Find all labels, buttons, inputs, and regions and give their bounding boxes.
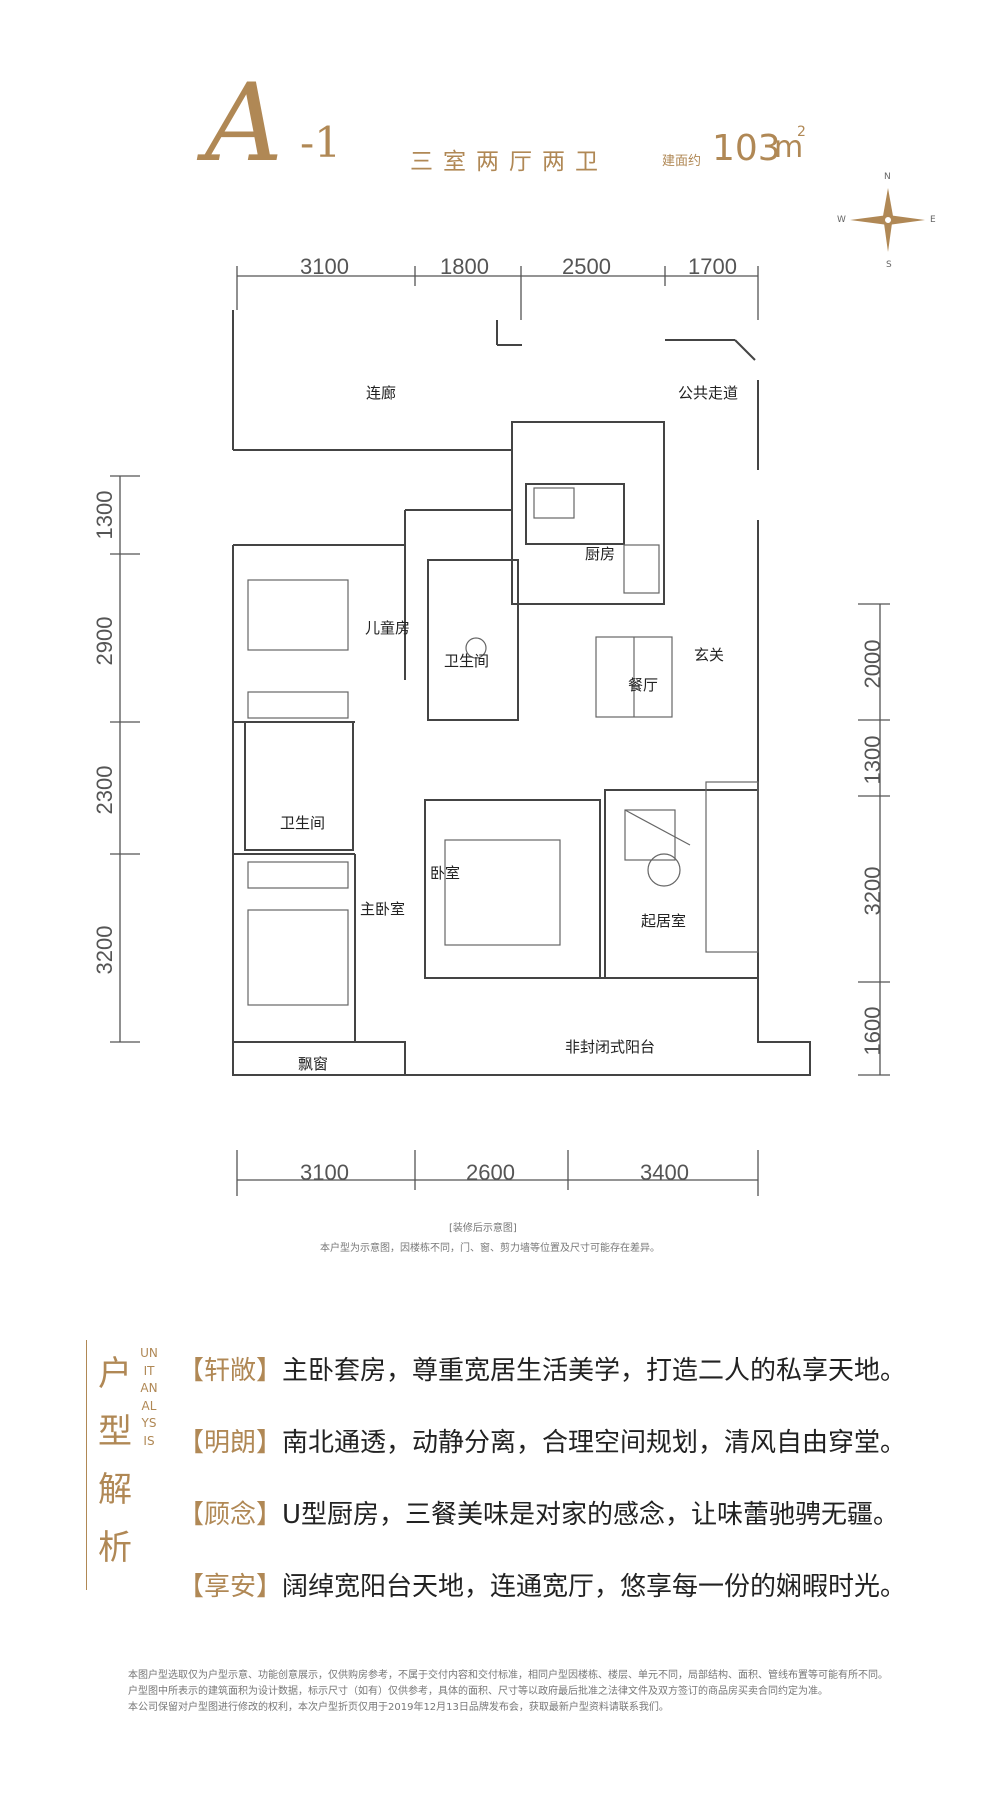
analysis-item: 【明朗】南北通透，动静分离，合理空间规划，清风自由穿堂。 <box>178 1428 907 1458</box>
footer-line: 户型图中所表示的建筑面积为设计数据，标示尺寸（如有）仅供参考，具体的面积、尺寸等… <box>128 1686 828 1697</box>
footer-line: 本图户型选取仅为户型示意、功能创意展示，仅供购房参考，不属于交付内容和交付标准，… <box>128 1670 888 1681</box>
analysis-divider <box>86 1340 87 1590</box>
dim-top-2: 1800 <box>440 254 489 279</box>
room-bedroom: 卧室 <box>430 864 461 882</box>
dim-right-1: 2000 <box>860 639 885 689</box>
analysis-title: 户型解析 <box>98 1354 132 1568</box>
room-master-bedroom: 主卧室 <box>360 900 406 918</box>
room-living: 起居室 <box>641 912 687 930</box>
room-balcony: 非封闭式阳台 <box>565 1038 656 1056</box>
dim-left-1: 1300 <box>92 490 117 540</box>
dim-top-4: 1700 <box>688 254 737 279</box>
analysis-item: 【享安】阔绰宽阳台天地，连通宽厅，悠享每一份的娴暇时光。 <box>178 1572 907 1602</box>
area-unit: m <box>774 130 804 165</box>
room-entrance: 玄关 <box>694 646 725 664</box>
plan-disclaimer: 本户型为示意图，因楼栋不同，门、窗、剪力墙等位置及尺寸可能存在差异。 <box>320 1243 660 1254</box>
dim-bottom-3: 3400 <box>640 1160 689 1185</box>
unit-letter: A <box>205 61 283 186</box>
dim-right-2: 1300 <box>860 735 885 785</box>
analysis-item: 【顾念】U型厨房，三餐美味是对家的感念，让味蕾驰骋无疆。 <box>178 1500 900 1530</box>
dim-bottom-2: 2600 <box>466 1160 515 1185</box>
dim-top-1: 3100 <box>300 254 349 279</box>
dim-right-3: 3200 <box>860 866 885 916</box>
area-label: 建面约 <box>662 154 702 169</box>
dim-bottom-1: 3100 <box>300 1160 349 1185</box>
room-bathroom-1: 卫生间 <box>444 652 490 670</box>
compass-rose-icon <box>850 188 925 252</box>
unit-suffix: -1 <box>300 118 341 167</box>
room-dining: 餐厅 <box>628 676 659 694</box>
room-bay-window: 飘窗 <box>298 1055 329 1073</box>
plan-decor-note: [装修后示意图] <box>449 1223 517 1234</box>
area-unit-superscript: 2 <box>797 124 806 140</box>
compass-west-label: W <box>837 215 846 225</box>
analysis-item: 【轩敞】主卧套房，尊重宽居生活美学，打造二人的私享天地。 <box>178 1356 907 1386</box>
footer-line: 本公司保留对户型图进行修改的权利，本次户型折页仅用于2019年12月13日品牌发… <box>128 1702 669 1713</box>
room-bathroom-2: 卫生间 <box>280 814 326 832</box>
room-summary: 三室两厅两卫 <box>410 149 608 175</box>
compass-north-label: N <box>884 172 891 182</box>
analysis-title-en: UNIT ANALYSIS <box>140 1346 158 1448</box>
room-kids: 儿童房 <box>365 619 411 637</box>
compass-east-label: E <box>930 215 936 225</box>
room-kitchen: 厨房 <box>585 545 616 563</box>
dim-left-3: 2300 <box>92 765 117 815</box>
dim-top-3: 2500 <box>562 254 611 279</box>
area-value: 103 <box>712 128 781 169</box>
room-corridor: 连廊 <box>366 384 397 402</box>
compass-south-label: S <box>886 260 892 270</box>
room-public-corridor: 公共走道 <box>678 384 739 402</box>
dim-left-2: 2900 <box>92 616 117 666</box>
dim-left-4: 3200 <box>92 925 117 975</box>
dim-right-4: 1600 <box>860 1006 885 1056</box>
